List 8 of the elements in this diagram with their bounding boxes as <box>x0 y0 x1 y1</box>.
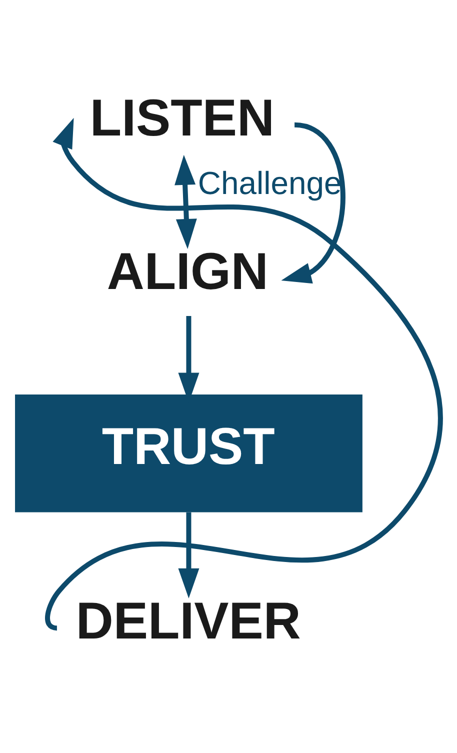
node-text: LISTEN <box>90 90 274 148</box>
node-box: TRUST <box>15 394 362 512</box>
node-text: ALIGN <box>106 243 268 302</box>
arrow <box>178 512 200 598</box>
arrow <box>174 154 197 249</box>
node-text: DELIVER <box>76 592 301 651</box>
arrow <box>281 122 346 284</box>
edge-label: Challenge <box>198 164 342 201</box>
